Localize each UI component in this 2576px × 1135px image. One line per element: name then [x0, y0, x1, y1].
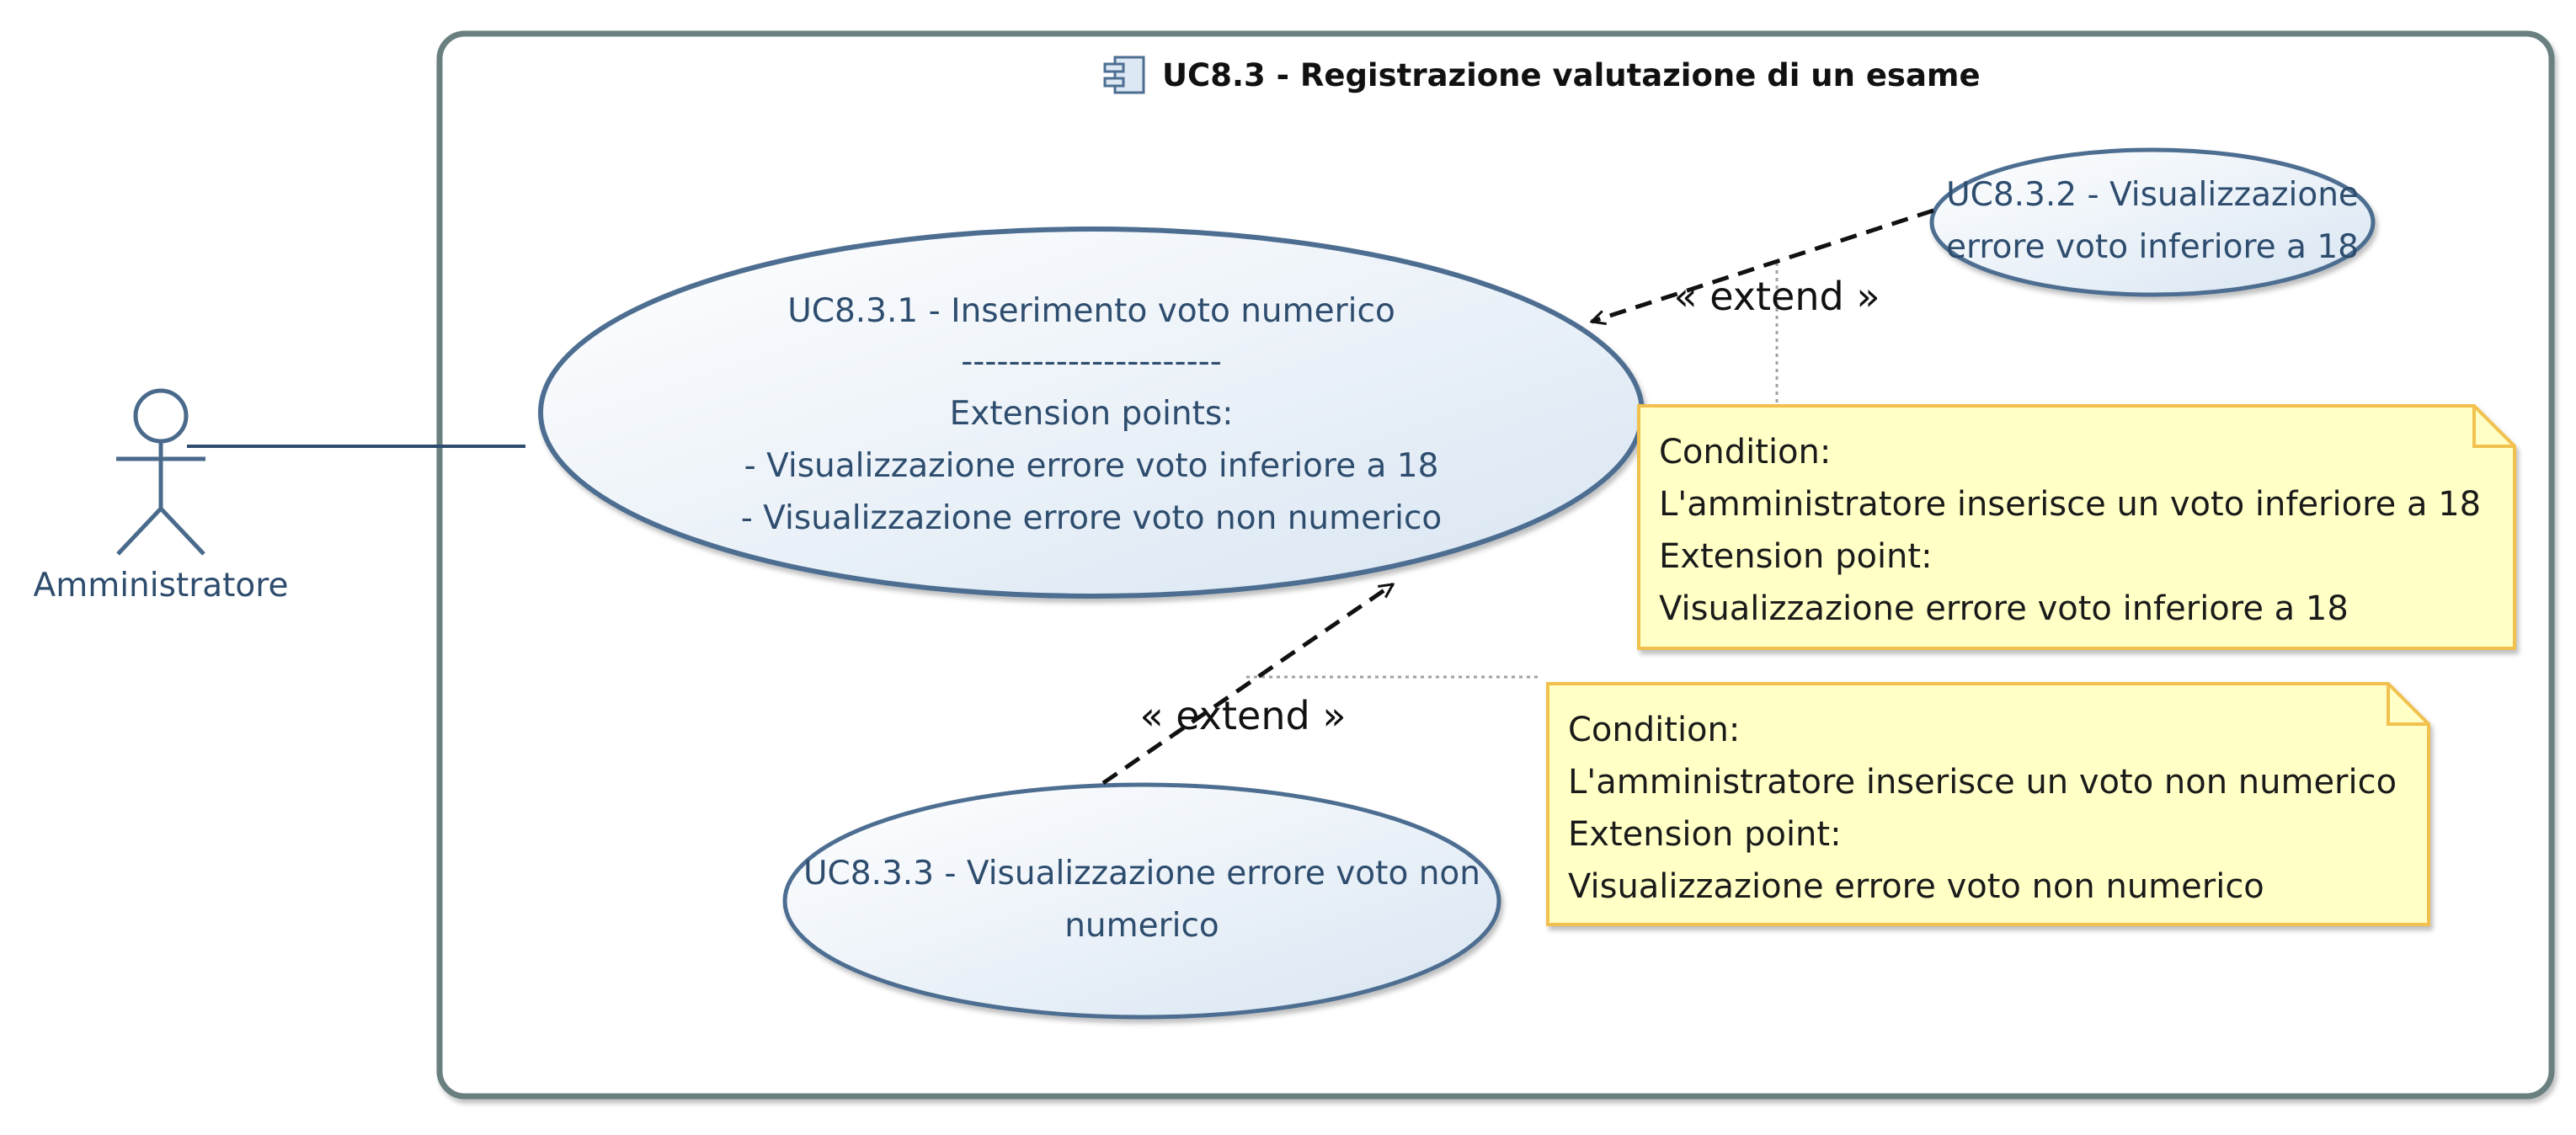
note2-extension-text: Visualizzazione errore voto non numerico — [1568, 867, 2264, 906]
use-case-uc833[interactable] — [782, 782, 1501, 1020]
note2-condition-label: Condition: — [1568, 711, 1740, 749]
extend-arrow-1[interactable] — [1592, 208, 1934, 322]
system-title: UC8.3 - Registrazione valutazione di un … — [1162, 57, 1981, 93]
actor-icon[interactable] — [116, 388, 205, 556]
note1-extension-label: Extension point: — [1659, 537, 1933, 576]
uc831-title: UC8.3.1 - Inserimento voto numerico — [787, 292, 1395, 330]
uc831-extension-point-1: - Visualizzazione errore voto inferiore … — [744, 447, 1439, 485]
extend-label-1: « extend » — [1674, 274, 1880, 319]
use-case-uc832[interactable] — [1929, 147, 2376, 297]
note2-condition-text: L'amministratore inserisce un voto non n… — [1568, 763, 2397, 802]
uc833-line-2: numerico — [1064, 907, 1219, 945]
component-icon — [1103, 56, 1145, 94]
uc831-extension-point-2: - Visualizzazione errore voto non numeri… — [741, 499, 1443, 537]
uc833-line-1: UC8.3.3 - Visualizzazione errore voto no… — [803, 855, 1480, 893]
actor-label: Amministratore — [34, 567, 289, 605]
note1-condition-label: Condition: — [1659, 433, 1831, 472]
condition-note-2[interactable] — [1546, 682, 2430, 926]
extend-arrow-2[interactable] — [1101, 582, 1393, 786]
note2-extension-label: Extension point: — [1568, 815, 1842, 854]
extend-label-2: « extend » — [1140, 693, 1347, 738]
uc832-line-1: UC8.3.2 - Visualizzazione — [1946, 176, 2359, 214]
uc831-extension-header: Extension points: — [950, 395, 1234, 433]
note1-extension-text: Visualizzazione errore voto inferiore a … — [1659, 589, 2349, 628]
uc832-line-2: errore voto inferiore a 18 — [1946, 228, 2359, 266]
note1-condition-text: L'amministratore inserisce un voto infer… — [1659, 485, 2481, 524]
condition-note-1[interactable] — [1637, 404, 2516, 650]
uc831-separator: ---------------------- — [961, 343, 1222, 381]
